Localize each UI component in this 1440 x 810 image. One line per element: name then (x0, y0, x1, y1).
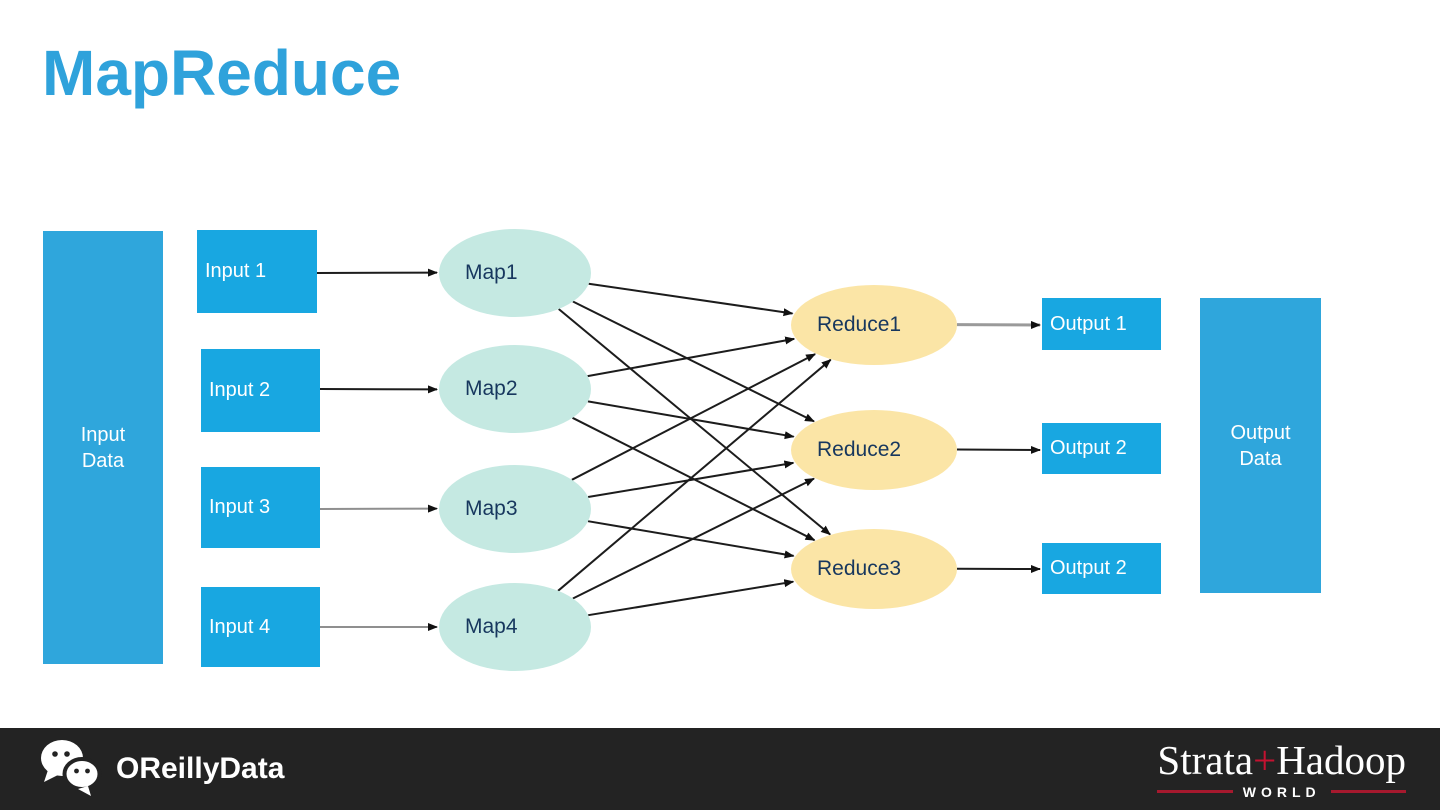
footer-brand-label: OReillyData (116, 752, 285, 785)
logo-world-text: WORLD (1242, 783, 1321, 800)
reduce-1-ellipse: Reduce1 (791, 285, 957, 365)
footer-bar: OReillyData Strata+Hadoop WORLD (0, 728, 1440, 810)
map-1-ellipse: Map1 (439, 229, 591, 317)
map-4-ellipse: Map4 (439, 583, 591, 671)
logo-plus-glyph: + (1253, 736, 1277, 783)
map-3-ellipse: Map3 (439, 465, 591, 553)
input-data-box: Input Data (43, 231, 163, 664)
reduce-2-ellipse: Reduce2 (791, 410, 957, 490)
input-2-box: Input 2 (201, 349, 320, 432)
page-title: MapReduce (42, 37, 402, 109)
input-1-box: Input 1 (197, 230, 317, 313)
logo-rule-left (1157, 790, 1233, 793)
logo-rule-right (1330, 790, 1406, 793)
output-data-box: Output Data (1200, 298, 1321, 593)
strata-hadoop-wordmark: Strata+Hadoop (1157, 736, 1406, 783)
map-2-ellipse: Map2 (439, 345, 591, 433)
logo-hadoop-text: Hadoop (1276, 736, 1406, 783)
wechat-icon (38, 737, 106, 802)
output-3-box: Output 2 (1042, 543, 1161, 594)
logo-strata-text: Strata (1157, 736, 1254, 783)
output-2-box: Output 2 (1042, 423, 1161, 474)
footer-brand: OReillyData (38, 737, 284, 802)
output-1-box: Output 1 (1042, 298, 1161, 350)
input-4-box: Input 4 (201, 587, 320, 667)
input-3-box: Input 3 (201, 467, 320, 548)
logo-world-row: WORLD (1157, 785, 1406, 799)
strata-hadoop-logo: Strata+Hadoop WORLD (1157, 736, 1406, 799)
reduce-3-ellipse: Reduce3 (791, 529, 957, 609)
